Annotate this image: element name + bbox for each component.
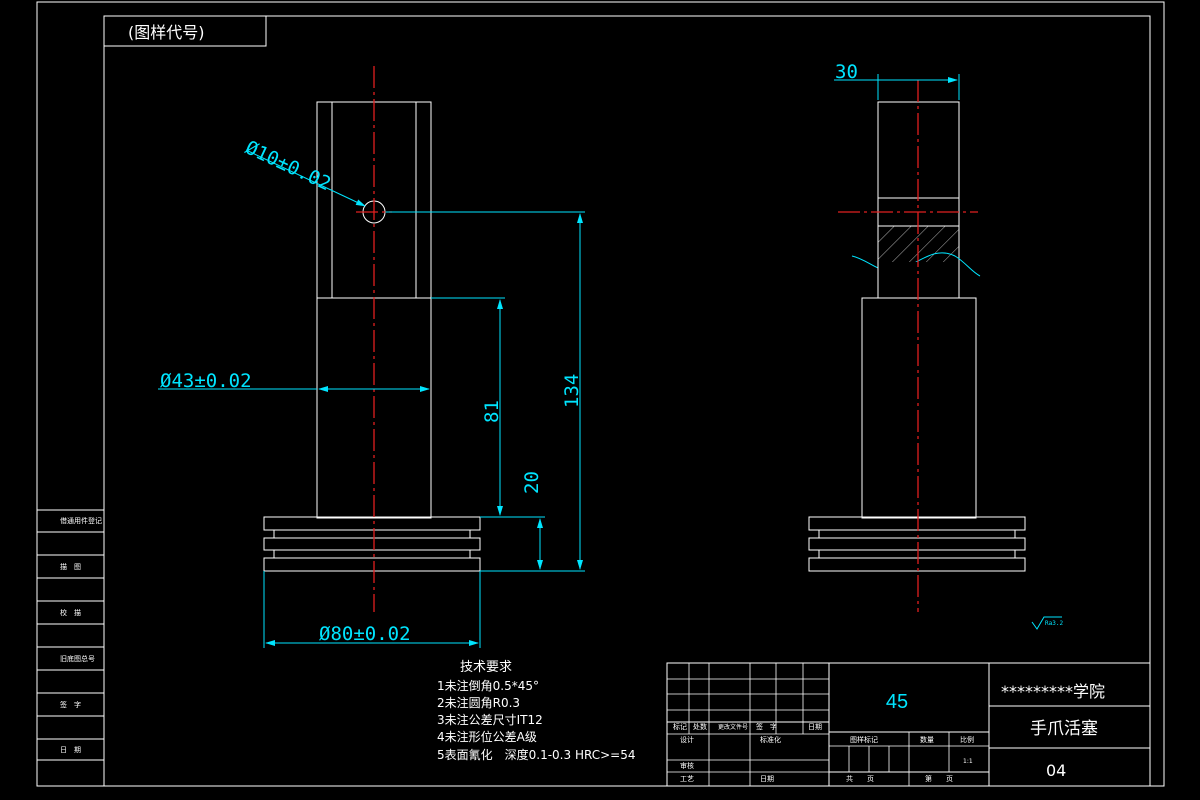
part-name: 手爪活塞	[1030, 719, 1098, 739]
left-strip-item: 描 图	[60, 562, 81, 571]
title-block: 标记 处数 更改文件号 签 字 日期 设计 标准化 审核 工艺 日期 45 图样…	[666, 662, 1151, 787]
tech-req-item: 4未注形位公差A级	[437, 729, 537, 744]
drawing-code-box: (图样代号)	[103, 15, 267, 47]
dim-hole-dia: Ø10±0.02	[242, 137, 334, 196]
process-label: 工艺	[680, 775, 694, 783]
dim-base-dia: Ø80±0.02	[319, 623, 411, 645]
rev-header: 签 字	[756, 722, 777, 731]
tech-req-title: 技术要求	[460, 660, 512, 675]
rev-header: 日期	[808, 723, 822, 731]
roughness-value: Ra3.2	[1045, 620, 1063, 627]
tech-req-item: 3未注公差尺寸IT12	[437, 712, 543, 727]
tech-req-item: 2未注圆角R0.3	[437, 695, 520, 710]
school-name: *********学院	[1001, 682, 1105, 701]
drawing-code-label: (图样代号)	[128, 23, 205, 42]
drawing-number: 04	[1046, 761, 1066, 780]
tech-req-item: 5表面氰化 深度0.1-0.3 HRC>=54	[437, 747, 635, 762]
scale-value: 1:1	[963, 758, 973, 765]
front-view	[263, 66, 481, 612]
stage-label: 图样标记	[850, 735, 878, 744]
rev-header: 更改文件号	[718, 723, 748, 731]
designer-label: 设计	[680, 735, 694, 744]
dim-81: 81	[481, 400, 503, 423]
total-sheets: 共 页	[846, 774, 874, 783]
date-label: 日期	[760, 775, 774, 783]
dim-30: 30	[835, 61, 858, 83]
left-strip: 借通用件登记 描 图 校 描 旧底图总号 签 字 日 期	[36, 509, 105, 761]
weight-label: 数量	[920, 735, 934, 744]
side-view	[808, 80, 1026, 612]
standardization-label: 标准化	[760, 735, 781, 744]
rev-header: 标记	[673, 722, 687, 731]
roughness-symbol: Ra3.2	[1031, 616, 1063, 630]
tech-req-item: 1未注倒角0.5*45°	[437, 678, 539, 693]
left-strip-item: 旧底图总号	[60, 654, 95, 663]
outer-frame	[36, 1, 1165, 787]
tech-requirements: 技术要求 1未注倒角0.5*45° 2未注圆角R0.3 3未注公差尺寸IT12 …	[437, 660, 635, 762]
left-strip-item: 借通用件登记	[60, 516, 102, 525]
side-dimensions: 30	[834, 61, 960, 100]
left-strip-item: 日 期	[60, 746, 81, 754]
material-value: 45	[886, 691, 908, 713]
reviewer-label: 审核	[680, 761, 694, 770]
scale-label: 比例	[960, 735, 974, 744]
inner-frame	[103, 15, 1151, 787]
left-strip-item: 校 描	[60, 608, 81, 617]
dim-shaft-dia: Ø43±0.02	[160, 370, 252, 392]
dim-20: 20	[521, 471, 543, 494]
left-strip-item: 签 字	[60, 700, 81, 709]
rev-header: 处数	[693, 722, 707, 731]
dim-134: 134	[561, 374, 583, 408]
sheet-no: 第 页	[925, 774, 953, 783]
